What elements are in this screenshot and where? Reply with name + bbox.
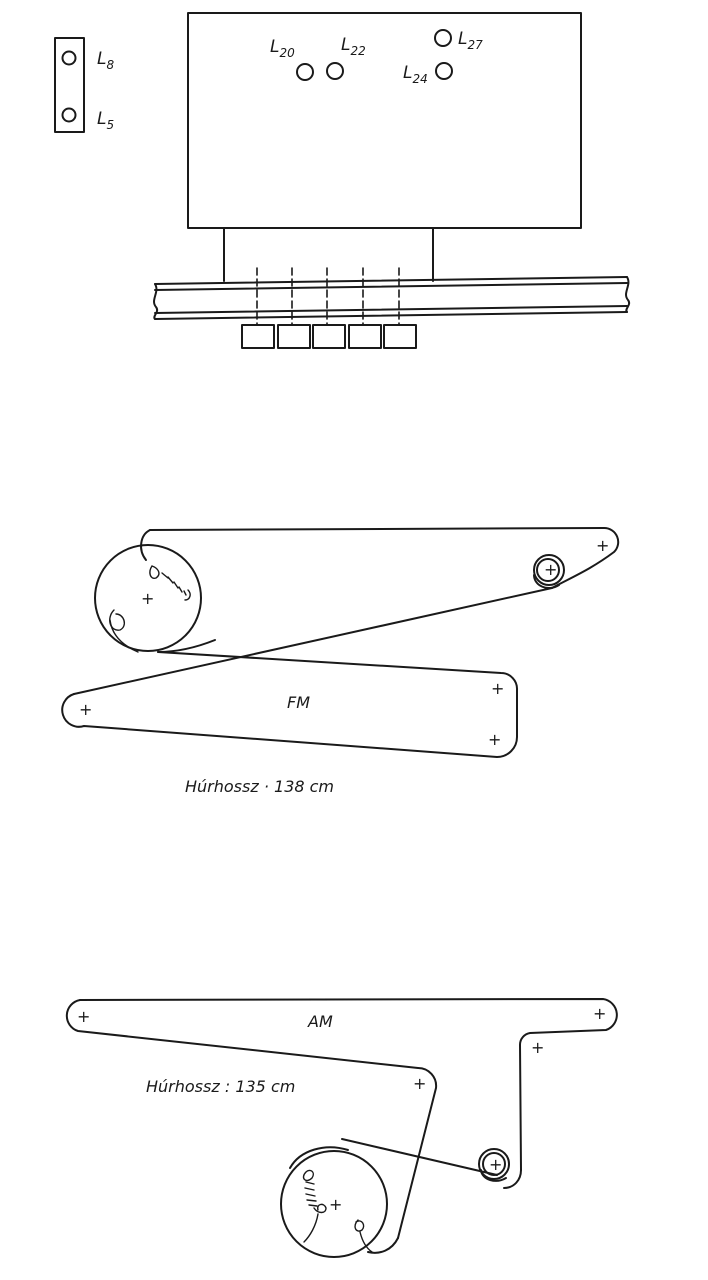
- pushbuttons: [241, 324, 417, 349]
- am-title: AM: [307, 1012, 333, 1031]
- fm-cord-length: Húrhossz · 138 cm: [185, 777, 334, 796]
- coil-strip-left: [54, 37, 85, 133]
- label-l8: L8: [97, 49, 114, 72]
- fm-drum-center-mark: +: [141, 589, 154, 608]
- switch-neck: [223, 227, 434, 282]
- tuner-box: [187, 12, 582, 229]
- fm-pulley-mark-left: +: [79, 700, 92, 719]
- label-l5: L5: [97, 109, 114, 132]
- fm-pulley-mark-bottom: +: [488, 730, 501, 749]
- am-pulley-center-mark: +: [489, 1155, 502, 1174]
- am-pulley-mark-left: +: [77, 1007, 90, 1026]
- am-pulley-mark-mid: +: [531, 1038, 544, 1057]
- coil-hole-l5: [61, 107, 77, 123]
- am-tuning-drum: [280, 1146, 399, 1258]
- am-cord-path: [65, 998, 618, 1239]
- am-pulley-mark-lower: +: [413, 1074, 426, 1093]
- pushbutton-rail: [153, 276, 631, 320]
- coil-hole-l27: [434, 29, 452, 47]
- am-pulley-mark-right: +: [593, 1004, 606, 1023]
- label-l24: L24: [403, 63, 428, 86]
- am-drum-center-mark: +: [329, 1195, 342, 1214]
- am-cord-length: Húrhossz : 135 cm: [146, 1077, 295, 1096]
- coil-hole-l8: [61, 50, 77, 66]
- fm-title: FM: [287, 693, 310, 712]
- fm-small-pulley: [533, 554, 565, 589]
- label-l22: L22: [341, 35, 366, 58]
- fm-pulley-center-mark: +: [544, 560, 557, 579]
- coil-hole-l24: [435, 62, 453, 80]
- coil-hole-l22: [326, 62, 344, 80]
- fm-pulley-mark-right: +: [596, 536, 609, 555]
- pushbutton-shafts: [256, 267, 400, 326]
- label-l20: L20: [270, 37, 295, 60]
- coil-hole-l20: [296, 63, 314, 81]
- fm-cord-path: [61, 526, 620, 758]
- fm-tuning-drum: [94, 544, 202, 653]
- am-small-pulley: [478, 1148, 510, 1182]
- fm-pulley-mark-top: +: [491, 679, 504, 698]
- label-l27: L27: [458, 29, 483, 52]
